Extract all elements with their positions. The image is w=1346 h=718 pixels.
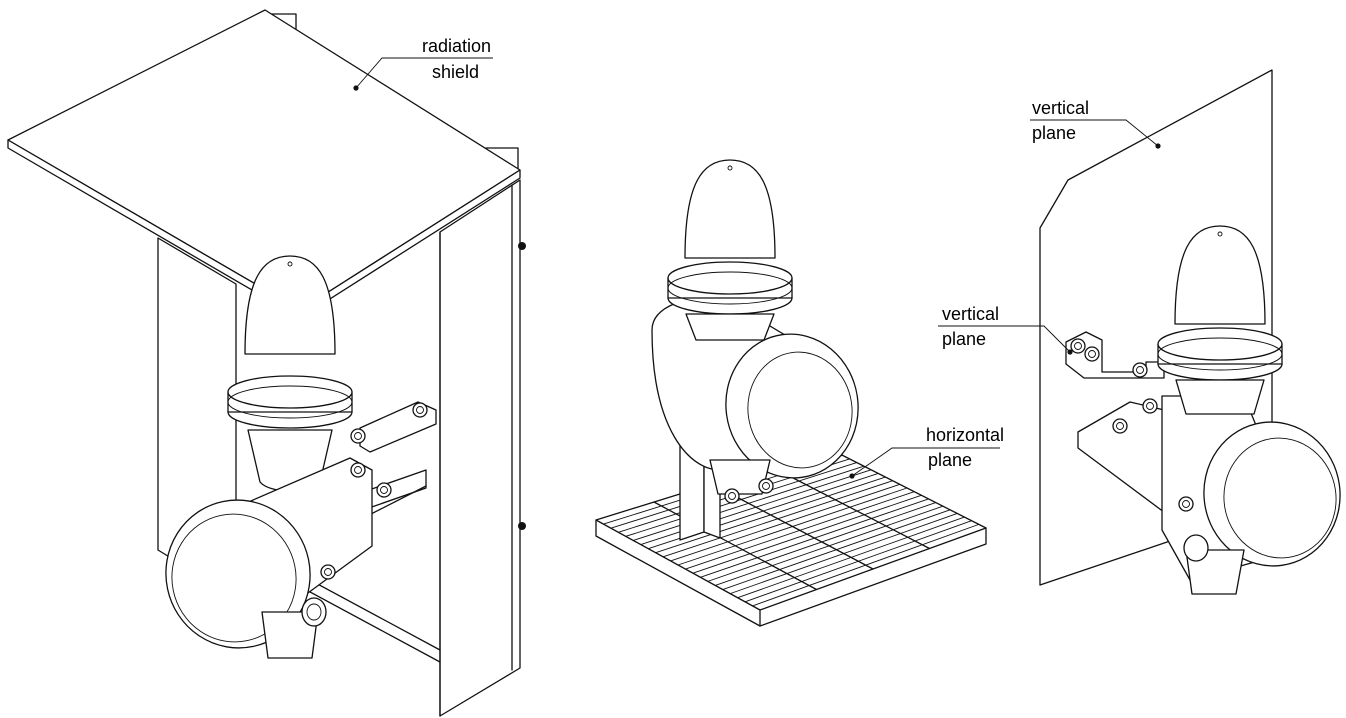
label-vertical-plane-top-line2: plane [1032, 123, 1076, 143]
label-vertical-plane-side-line2: plane [942, 329, 986, 349]
callout-radiation-shield: radiation shield [353, 36, 493, 91]
label-radiation-shield-line1: radiation [422, 36, 491, 56]
label-vertical-plane-side-line1: vertical [942, 304, 999, 324]
callout-horizontal-plane: horizontal plane [849, 425, 1004, 479]
shield-right-wall [439, 179, 521, 717]
grating-crossbar [769, 465, 931, 550]
shield-assembly [7, 9, 526, 717]
vertical-plane-assembly [1039, 69, 1341, 595]
label-vertical-plane-top-line1: vertical [1032, 98, 1089, 118]
callout-vertical-plane-side: vertical plane [938, 304, 1073, 355]
label-horizontal-plane-line1: horizontal [926, 425, 1004, 445]
label-radiation-shield-line2: shield [432, 62, 479, 82]
label-horizontal-plane-line2: plane [928, 450, 972, 470]
vertical-side-bracket [1065, 331, 1165, 379]
callout-vertical-plane-top: vertical plane [1030, 98, 1161, 149]
grating-assembly [595, 159, 987, 627]
